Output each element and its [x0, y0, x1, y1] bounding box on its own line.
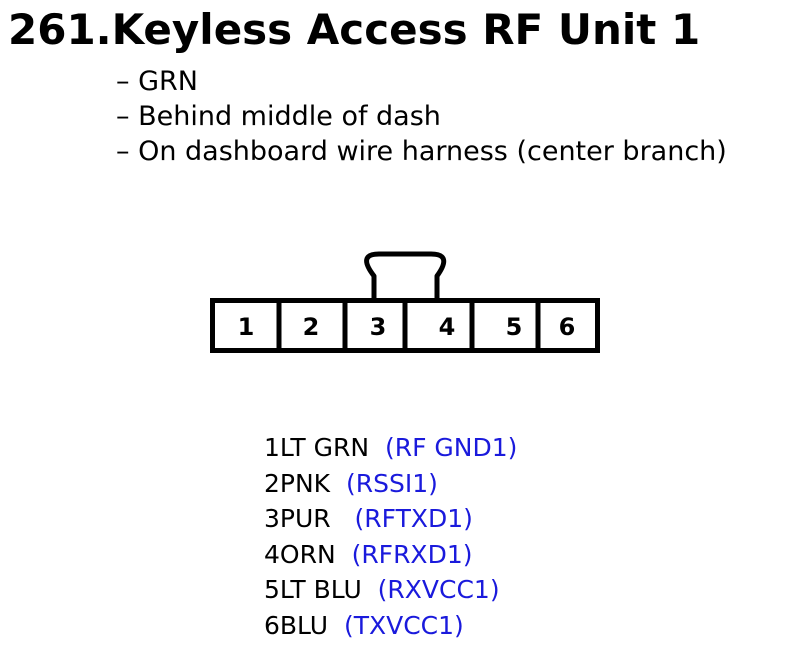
- connector-diagram: 1 2 3 4 5 6: [210, 251, 600, 353]
- wire-color: PUR: [279, 504, 331, 533]
- pin-label-2: 2: [303, 313, 320, 341]
- pinout-row: 6BLU (TXVCC1): [264, 608, 517, 644]
- pinout-list: 1LT GRN (RF GND1) 2PNK (RSSI1) 3PUR (RFT…: [264, 430, 517, 643]
- signal-name: (RSSI1): [345, 468, 438, 498]
- signal-name: (RXVCC1): [377, 575, 500, 604]
- note-harness: – On dashboard wire harness (center bran…: [116, 136, 727, 167]
- wire-color: ORN: [279, 539, 336, 569]
- signal-name: (TXVCC1): [343, 610, 464, 640]
- pinout-row: 4ORN (RFRXD1): [264, 537, 517, 573]
- pin-number: 5: [264, 575, 280, 604]
- pin-label-1: 1: [238, 313, 255, 341]
- pin-number: 1: [264, 433, 280, 462]
- pin-number: 6: [264, 610, 280, 640]
- page-title: 261.Keyless Access RF Unit 1: [8, 5, 701, 54]
- pin-number: 3: [264, 504, 280, 533]
- pin-number: 2: [264, 468, 280, 498]
- notes-list: – GRN – Behind middle of dash – On dashb…: [116, 64, 727, 169]
- pinout-row: 2PNK (RSSI1): [264, 466, 517, 502]
- pinout-row: 5LT BLU (RXVCC1): [264, 572, 517, 608]
- pin-label-3: 3: [370, 313, 387, 341]
- wire-color: BLU: [279, 610, 329, 640]
- note-color: – GRN: [116, 66, 198, 97]
- signal-name: (RFTXD1): [354, 504, 473, 533]
- pin-number: 4: [264, 539, 280, 569]
- signal-name: (RFRXD1): [351, 539, 473, 569]
- pinout-row: 1LT GRN (RF GND1): [264, 430, 517, 466]
- wire-color: PNK: [279, 468, 331, 498]
- connector-latch: [364, 251, 447, 300]
- pin-label-6: 6: [559, 313, 576, 341]
- wire-color: LT GRN: [279, 433, 370, 462]
- signal-name: (RF GND1): [384, 433, 518, 462]
- note-location: – Behind middle of dash: [116, 101, 441, 132]
- wire-color: LT BLU: [279, 575, 362, 604]
- pin-label-5: 5: [506, 313, 523, 341]
- pin-label-4: 4: [439, 313, 456, 341]
- pinout-row: 3PUR (RFTXD1): [264, 501, 517, 537]
